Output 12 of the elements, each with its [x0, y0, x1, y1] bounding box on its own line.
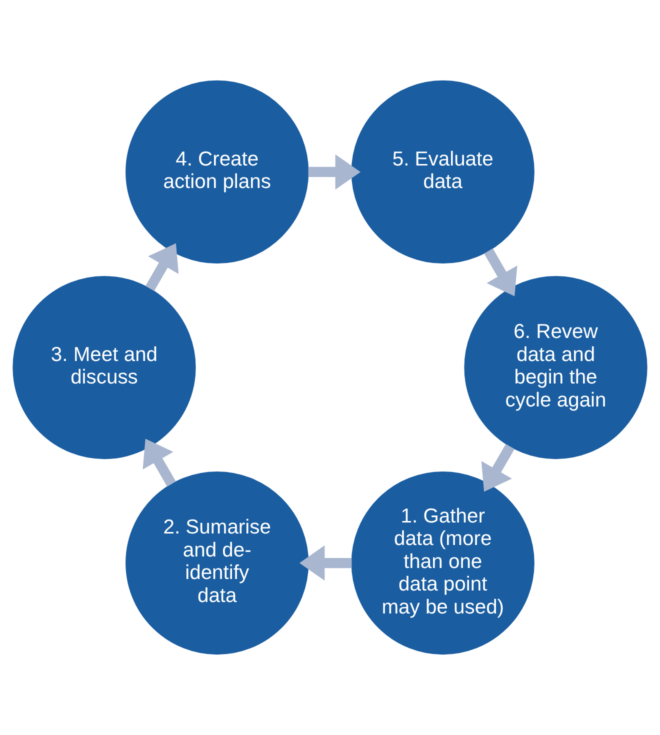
- arrow: [145, 243, 179, 292]
- arrow: [481, 444, 515, 492]
- node-circle: 2. Sumarise and de-identify data: [126, 471, 309, 655]
- node-circle: 5. Evaluate data: [351, 80, 534, 264]
- arrow: [299, 545, 352, 581]
- node-circle: 6. Revew data and begin the cycle again: [464, 276, 648, 460]
- node-circle: 1. Gather data (more than one data point may be used): [351, 471, 534, 655]
- node-circle: 4. Create action plans: [126, 80, 309, 264]
- node-circle: 3. Meet and discuss: [12, 276, 196, 460]
- arrow: [142, 438, 176, 487]
- arrow: [308, 154, 361, 190]
- arrow: [484, 248, 518, 296]
